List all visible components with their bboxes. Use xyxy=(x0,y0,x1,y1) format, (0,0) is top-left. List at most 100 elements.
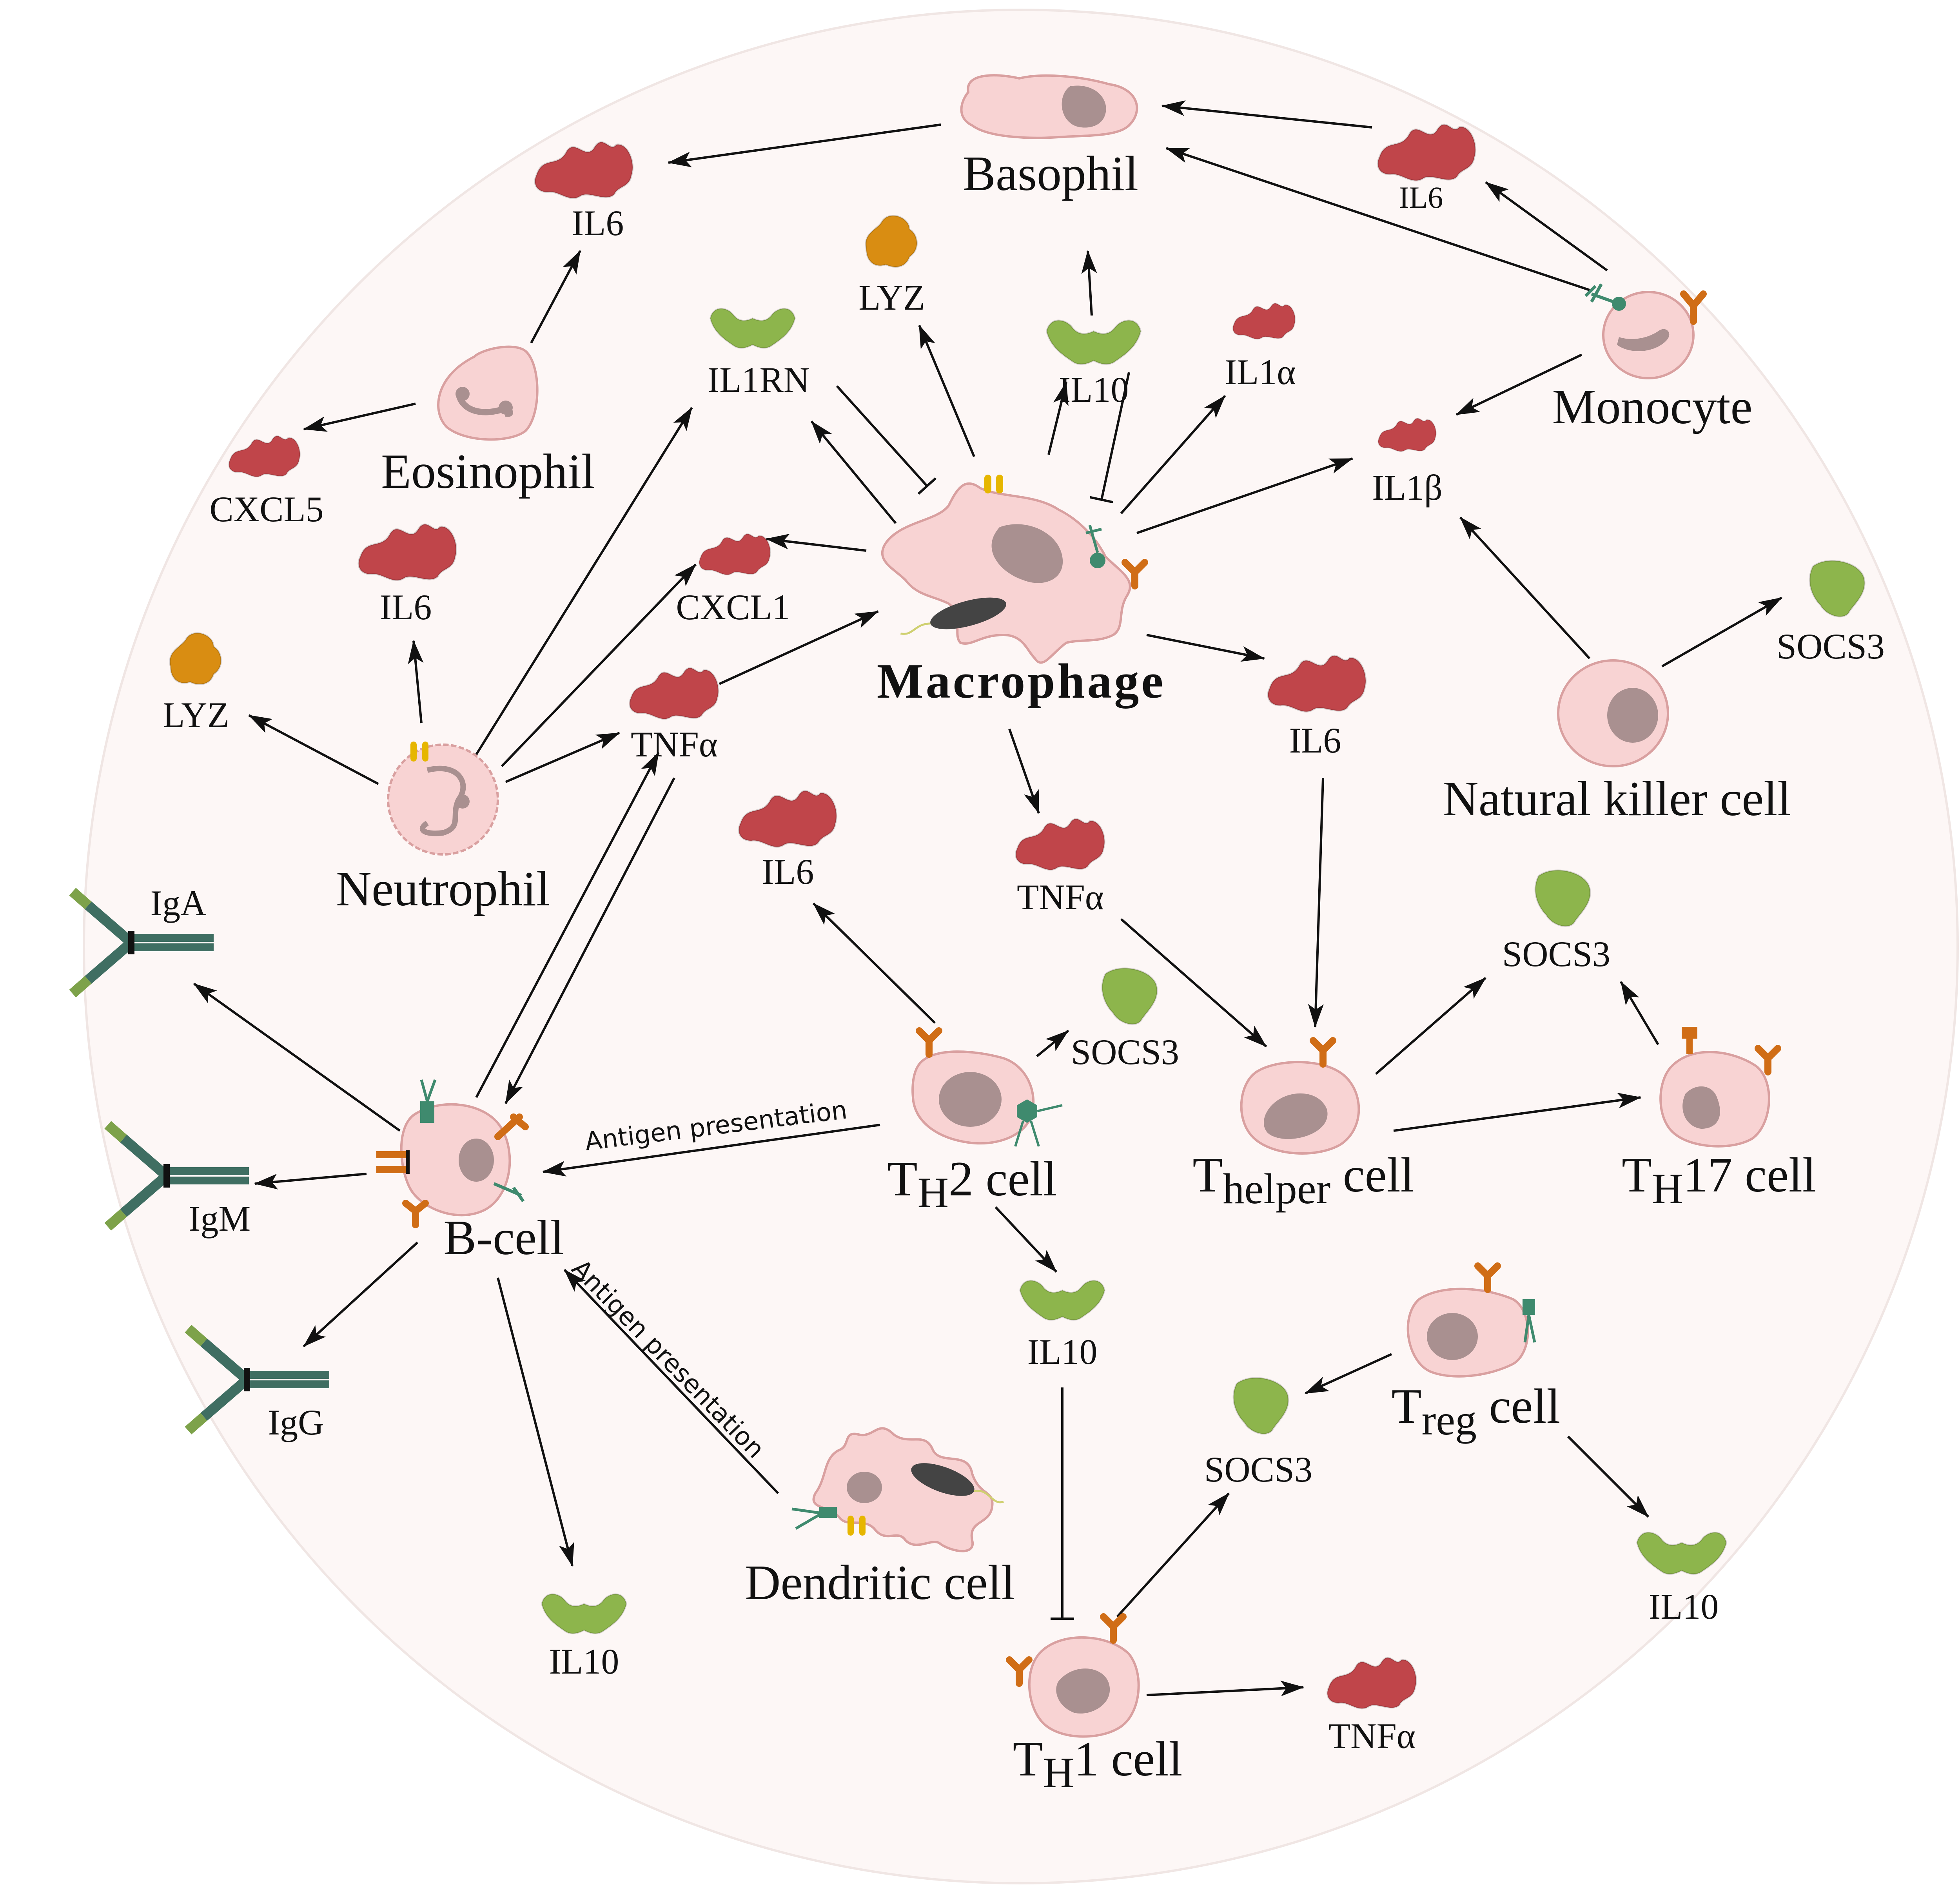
il10-bcell-icon xyxy=(541,1593,627,1634)
th2-virus-icon xyxy=(1014,1099,1063,1147)
label-socs3-nk: SOCS3 xyxy=(1777,626,1885,666)
macrophage-tlr-icon xyxy=(1085,525,1105,568)
th17-cell xyxy=(1659,1027,1781,1148)
edge-monocyte-basophil xyxy=(1165,147,1590,291)
bcell-tlr-icon xyxy=(420,1079,437,1123)
edge-macrophage-il10 xyxy=(1047,381,1069,455)
il6-top-icon xyxy=(534,141,634,199)
thelper-receptor-icon xyxy=(1310,1037,1336,1068)
edge-il1rn-inhibits-macrophage xyxy=(836,385,937,495)
label-t-helper: Thelper cell xyxy=(1192,1148,1414,1213)
label-tnfa-mid: TNFα xyxy=(1017,877,1104,917)
edge-bcell-il10 xyxy=(497,1277,574,1567)
neutrophil-dectin-icon xyxy=(410,742,428,762)
macrophage-receptor-icon xyxy=(1122,559,1148,589)
label-cxcl1: CXCL1 xyxy=(676,587,790,627)
monocyte-receptor-icon xyxy=(1680,290,1707,325)
background-disc xyxy=(83,9,1959,1884)
igm-icon xyxy=(104,1121,249,1231)
label-socs3-treg: SOCS3 xyxy=(1204,1449,1312,1489)
edge-basophil-il6 xyxy=(668,123,941,167)
macrophage-cell xyxy=(881,475,1148,664)
label-iga: IgA xyxy=(150,883,206,923)
label-lyz-left: LYZ xyxy=(163,695,229,735)
label-il10-mid: IL10 xyxy=(1027,1332,1098,1372)
edge-il10-macrophage-up xyxy=(1081,250,1097,316)
edge-il10-inhibits-macrophage xyxy=(1090,372,1130,504)
edge-eosinophil-il6 xyxy=(530,250,581,344)
label-tnfa-th1: TNFα xyxy=(1328,1716,1416,1756)
edge-treg-socs3 xyxy=(1305,1353,1392,1395)
antibody-labels: IgA IgM IgG xyxy=(150,883,324,1442)
treg-receptor-icon xyxy=(1474,1262,1501,1293)
edge-macrophage-lyz xyxy=(918,325,975,457)
il10-top-icon xyxy=(1045,319,1142,365)
bcell-cd40-icon xyxy=(402,1200,429,1228)
th2-receptor-icon xyxy=(916,1027,942,1058)
socs3-th2-icon xyxy=(1101,967,1158,1025)
iga-icon xyxy=(69,888,214,997)
label-il10-bcell: IL10 xyxy=(549,1641,619,1681)
eosinophil-cell xyxy=(437,345,539,441)
edge-neutrophil-il1rn xyxy=(475,407,693,755)
edge-macrophage-il6-right xyxy=(1146,634,1265,662)
edge-monocyte-il1b xyxy=(1455,354,1583,416)
tnfa-th1-icon xyxy=(1327,1657,1417,1710)
monocyte-tlr-icon xyxy=(1584,283,1626,311)
edge-thelper-socs3 xyxy=(1375,977,1486,1075)
cell-labels: Basophil Monocyte Eosinophil Macrophage … xyxy=(336,147,1816,1797)
label-il6-neutrophil: IL6 xyxy=(380,587,432,627)
edge-bcell-igg xyxy=(303,1241,419,1347)
edge-tnfa-thelper xyxy=(1120,918,1267,1048)
th1-receptor-icon xyxy=(1100,1613,1127,1644)
label-il1a: IL1α xyxy=(1225,352,1296,392)
bcell-ccr-icon xyxy=(493,1182,525,1202)
th17-receptor2-icon xyxy=(1755,1045,1781,1075)
il1rn-icon xyxy=(710,308,796,349)
b-cell xyxy=(376,1079,529,1228)
label-lyz-top: LYZ xyxy=(858,277,925,317)
label-th17: TH17 cell xyxy=(1622,1148,1816,1213)
dendritic-bacterium-icon xyxy=(911,1463,1004,1503)
il6-neutrophil-icon xyxy=(358,523,457,581)
label-il1b: IL1β xyxy=(1372,468,1443,508)
edge-macrophage-cxcl1 xyxy=(766,533,867,552)
edge-th1-tnfa xyxy=(1146,1680,1304,1696)
edge-th2-il6 xyxy=(812,902,936,1024)
bcell-receptor-icon xyxy=(376,1150,410,1174)
edge-neutrophil-tnfa xyxy=(505,732,620,783)
edge-macrophage-il1b xyxy=(1136,457,1353,534)
label-natural-killer: Natural killer cell xyxy=(1443,772,1791,826)
label-il6-mid: IL6 xyxy=(762,852,814,892)
edge-il6-thelper xyxy=(1308,778,1324,1028)
edge-bcell-igm xyxy=(254,1173,367,1190)
edge-monocyte-il6 xyxy=(1485,181,1608,272)
label-igg: IgG xyxy=(268,1402,324,1442)
edge-dc-bcell xyxy=(563,1269,779,1494)
socs3-right-icon xyxy=(1534,869,1591,927)
treg-cell xyxy=(1406,1262,1536,1378)
neutrophil-cell xyxy=(387,742,499,856)
monocyte-cell xyxy=(1584,283,1707,379)
label-il10-treg: IL10 xyxy=(1649,1587,1719,1627)
bcell-mhc-icon xyxy=(494,1113,529,1140)
cxcl5-icon xyxy=(228,435,301,477)
dendritic-dectin-icon xyxy=(848,1516,866,1536)
label-treg: Treg cell xyxy=(1392,1379,1561,1444)
label-il10-top: IL10 xyxy=(1059,370,1129,410)
cytokine-labels: IL6 IL6 LYZ IL10 IL1α IL1RN IL1β CXCL5 I… xyxy=(163,180,1885,1756)
edge-macrophage-il1rn xyxy=(810,421,897,524)
t-helper-cell xyxy=(1240,1037,1360,1155)
edge-neutrophil-cxcl1 xyxy=(501,563,697,767)
il6-monocyte-icon xyxy=(1377,123,1477,181)
th2-cell xyxy=(911,1027,1063,1147)
edge-th17-socs3 xyxy=(1620,981,1659,1045)
label-il6-monocyte: IL6 xyxy=(1399,180,1443,214)
label-socs3-th2: SOCS3 xyxy=(1071,1032,1179,1072)
edge-bcell-iga xyxy=(193,983,401,1132)
il10-mid-icon xyxy=(1019,1280,1105,1321)
label-tnfa-neutrophil: TNFα xyxy=(631,724,718,764)
edge-eosinophil-cxcl5 xyxy=(303,403,416,432)
natural-killer-cell xyxy=(1557,659,1669,767)
